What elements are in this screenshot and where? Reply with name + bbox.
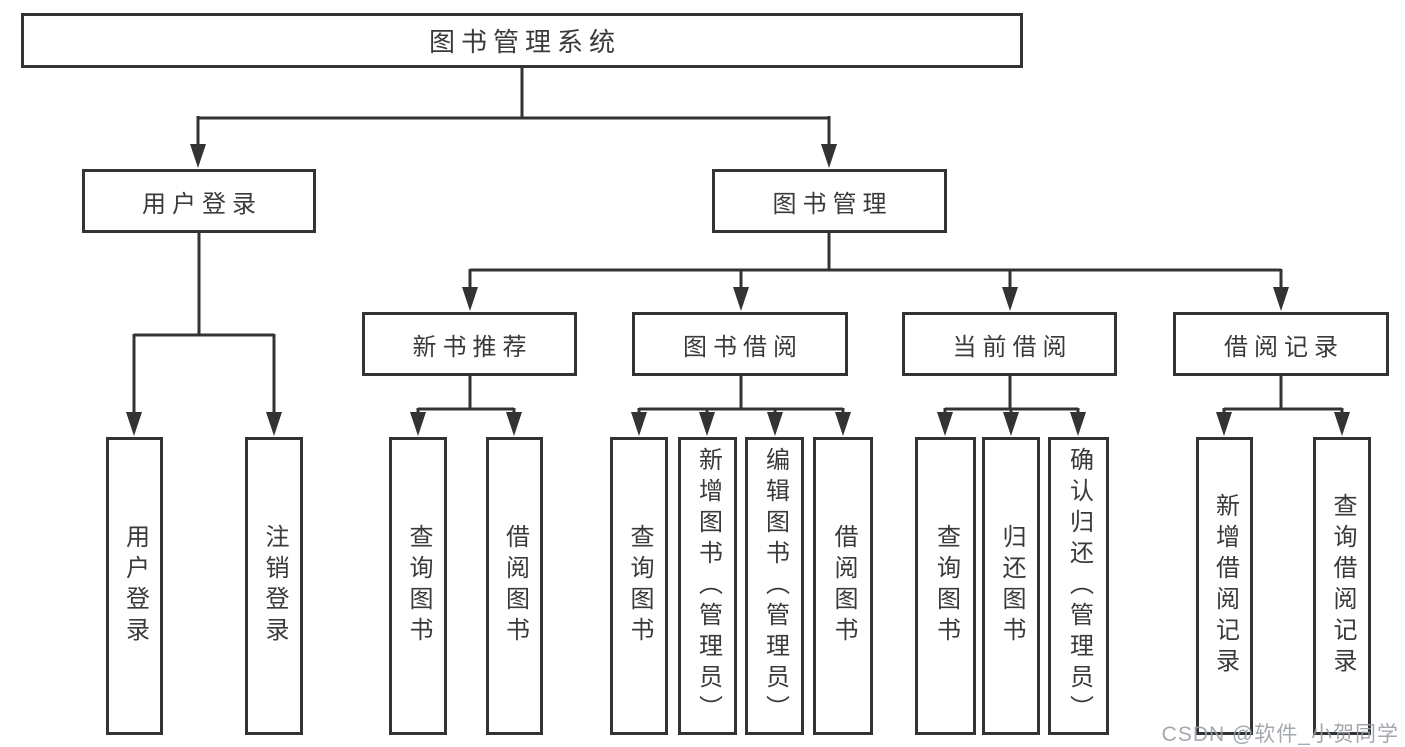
leaf-return-books: 归还图书 — [982, 437, 1040, 735]
leaf-label: 确认归还（管理员） — [1065, 446, 1093, 726]
leaf-label: 新增借阅记录 — [1211, 493, 1239, 679]
leaf-borrow-books-recommend: 借阅图书 — [486, 437, 543, 735]
leaf-label: 借阅图书 — [830, 524, 857, 648]
connector-arrowheads — [126, 144, 1350, 436]
node-label: 当前借阅 — [952, 333, 1073, 361]
node-user-login-group: 用户登录 — [82, 169, 316, 233]
node-library-management-system: 图书管理系统 — [21, 13, 1023, 68]
leaf-label: 编辑图书（管理员） — [761, 446, 789, 726]
node-label: 图书借阅 — [683, 333, 803, 361]
leaf-label: 用户登录 — [121, 524, 149, 648]
node-label: 图书管理系统 — [428, 27, 621, 57]
node-new-book-recommend: 新书推荐 — [362, 312, 577, 376]
leaf-label: 注销登录 — [261, 524, 288, 648]
leaf-label: 查询图书 — [405, 524, 432, 648]
node-book-management: 图书管理 — [712, 169, 947, 233]
leaf-add-books-admin: 新增图书（管理员） — [678, 437, 737, 735]
node-current-borrowing: 当前借阅 — [902, 312, 1117, 376]
leaf-borrow-books: 借阅图书 — [813, 437, 873, 735]
leaf-edit-books-admin: 编辑图书（管理员） — [745, 437, 804, 735]
leaf-label: 归还图书 — [998, 524, 1025, 648]
leaf-label: 查询图书 — [626, 524, 653, 648]
leaf-query-books-recommend: 查询图书 — [389, 437, 447, 735]
leaf-query-books-borrowing: 查询图书 — [610, 437, 668, 735]
leaf-add-borrow-record: 新增借阅记录 — [1196, 437, 1253, 735]
node-book-borrowing: 图书借阅 — [632, 312, 848, 376]
node-label: 图书管理 — [772, 190, 893, 218]
node-label: 用户登录 — [142, 190, 262, 218]
leaf-query-books-current: 查询图书 — [915, 437, 976, 735]
connector-strokes — [132, 67, 1344, 418]
leaf-label: 查询借阅记录 — [1329, 493, 1356, 679]
leaf-label: 查询图书 — [932, 524, 960, 648]
node-label: 借阅记录 — [1224, 333, 1344, 361]
leaf-label: 新增图书（管理员） — [694, 446, 722, 726]
leaf-confirm-return-admin: 确认归还（管理员） — [1048, 437, 1109, 735]
node-label: 新书推荐 — [412, 333, 533, 361]
node-borrowing-records: 借阅记录 — [1173, 312, 1389, 376]
leaf-user-login: 用户登录 — [106, 437, 163, 735]
leaf-query-borrow-record: 查询借阅记录 — [1313, 437, 1371, 735]
watermark: CSDN @软件_小贺同学 — [1161, 723, 1399, 746]
leaf-label: 借阅图书 — [501, 524, 529, 648]
leaf-logout: 注销登录 — [245, 437, 303, 735]
